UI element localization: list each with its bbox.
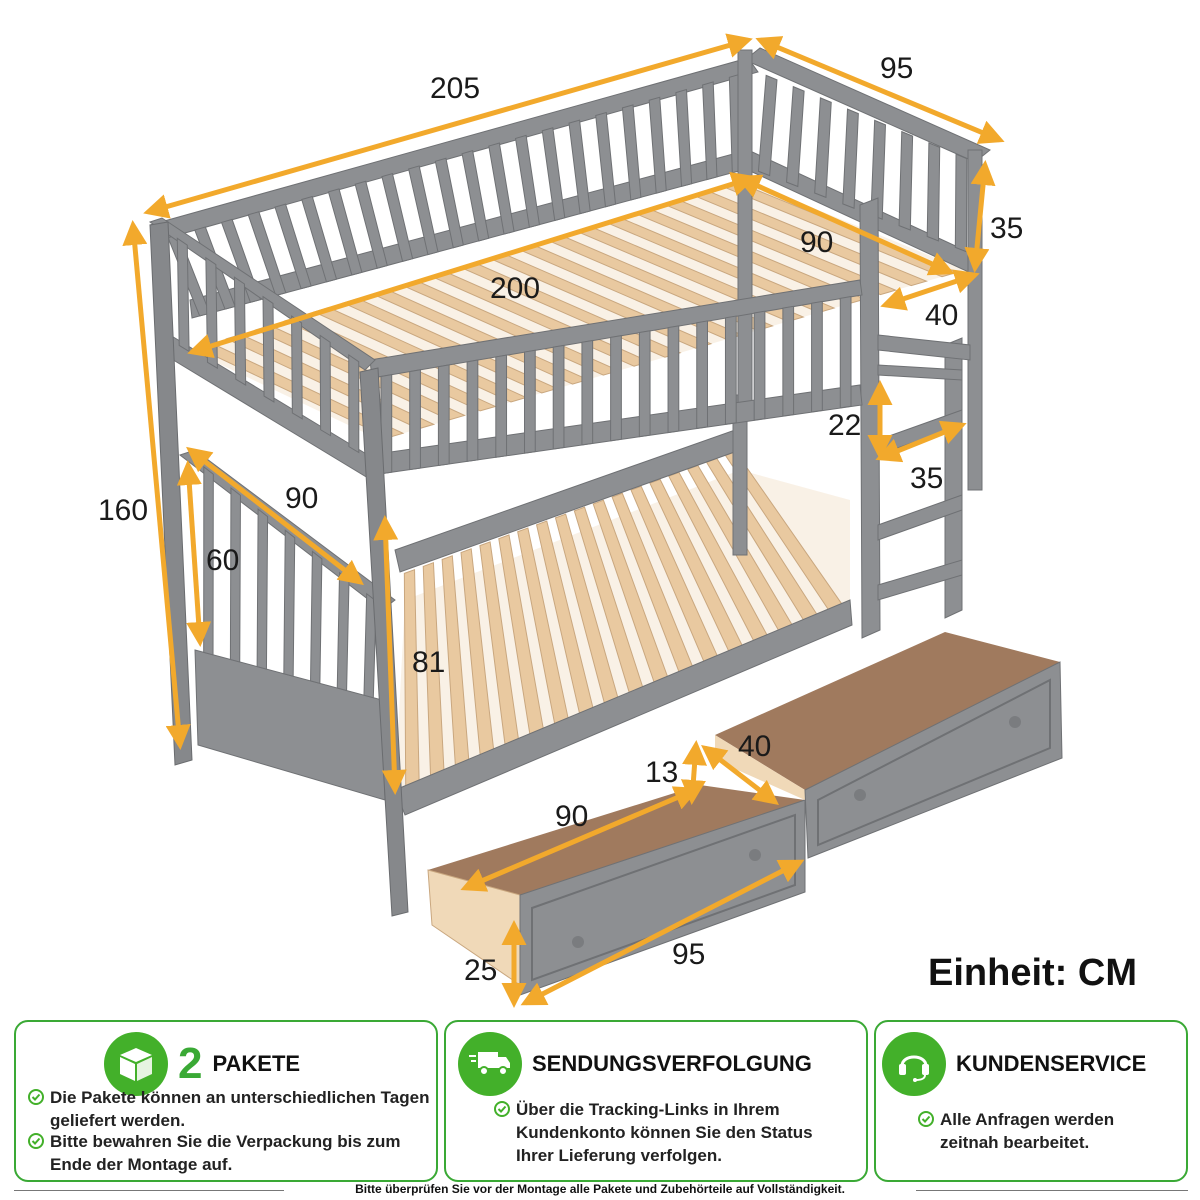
baluster (437, 364, 450, 467)
baluster (552, 344, 565, 450)
baluster (495, 354, 508, 458)
dim-drawer-inner-depth: 13 (645, 756, 678, 789)
tracking-note: Über die Tracking-Links in Ihrem Kundenk… (494, 1098, 816, 1167)
packages-title: PAKETE (212, 1051, 301, 1076)
dim-end-width: 90 (285, 482, 318, 515)
baluster (524, 349, 536, 454)
baluster (319, 334, 332, 437)
baluster (814, 97, 832, 199)
dim-drawer-front-width: 95 (672, 938, 705, 971)
baluster (757, 74, 778, 177)
baluster (926, 142, 941, 242)
baluster (291, 315, 303, 420)
dim-lower-clearance: 81 (412, 646, 445, 679)
baluster (581, 339, 594, 446)
dim-drawer-height: 25 (464, 954, 497, 987)
footer-rule-left (14, 1190, 284, 1191)
baluster (256, 508, 269, 670)
baluster (638, 330, 651, 438)
bunk-bed-diagram: 205 95 35 90 200 40 22 35 160 90 60 81 9… (98, 33, 1063, 1008)
baluster (667, 325, 680, 434)
baluster (696, 320, 708, 429)
dim-drawer-depth: 40 (738, 730, 771, 763)
package-count: 2 (178, 1039, 203, 1088)
baluster (898, 130, 914, 231)
check-icon (28, 1133, 44, 1149)
delivery-truck-icon (458, 1032, 522, 1096)
packages-card: 2 PAKETE Die Pakete können an unterschie… (14, 1020, 438, 1182)
tracking-title: SENDUNGSVERFOLGUNG (532, 1051, 812, 1076)
baluster (348, 353, 360, 454)
lower-slats (395, 450, 850, 794)
dim-ladder-step-height: 22 (828, 409, 861, 442)
dim-mattress-width: 90 (800, 226, 833, 259)
dimension-labels: 205 95 35 90 200 40 22 35 160 90 60 81 9… (98, 52, 1023, 987)
baluster (466, 359, 479, 462)
check-icon (494, 1101, 510, 1117)
baluster (262, 295, 275, 403)
dim-guard-height: 35 (990, 212, 1023, 245)
baluster (233, 276, 247, 386)
dim-lower-guard-height: 60 (206, 544, 239, 577)
baluster (954, 153, 968, 253)
package-icon (104, 1032, 168, 1096)
dim-ladder-step-width: 35 (910, 462, 943, 495)
dim-drawer-width: 90 (555, 800, 588, 833)
baluster (786, 85, 805, 188)
baluster (782, 305, 795, 417)
packages-note-1: Die Pakete können an unterschiedlichen T… (28, 1086, 430, 1132)
baluster (310, 550, 323, 685)
dim-ladder-opening: 40 (925, 299, 958, 332)
baluster (336, 571, 350, 692)
dim-total-length: 205 (430, 72, 480, 105)
unit-label: Einheit: CM (928, 952, 1137, 994)
baluster (811, 300, 823, 413)
tracking-card: SENDUNGSVERFOLGUNG Über die Tracking-Lin… (444, 1020, 868, 1182)
lower-frame (394, 394, 853, 816)
dim-mattress-length: 200 (490, 272, 540, 305)
service-note: Alle Anfragen werden zeitnah bearbeitet. (918, 1108, 1170, 1154)
check-icon (28, 1089, 44, 1105)
dim-total-height: 160 (98, 494, 148, 527)
dim-total-width: 95 (880, 52, 913, 85)
footer-note: Bitte überprüfen Sie vor der Montage all… (355, 1182, 845, 1196)
service-card: KUNDENSERVICE Alle Anfragen werden zeitn… (874, 1020, 1188, 1182)
check-icon (918, 1111, 934, 1127)
dimension-lines (122, 33, 1005, 1008)
headset-icon (882, 1032, 946, 1096)
baluster (753, 310, 766, 421)
baluster (842, 108, 859, 209)
baluster (610, 334, 622, 442)
baluster (176, 237, 190, 353)
baluster (205, 256, 218, 370)
packages-note-2: Bitte bewahren Sie die Verpackung bis zu… (28, 1130, 430, 1176)
service-title: KUNDENSERVICE (956, 1051, 1147, 1076)
baluster (409, 369, 421, 471)
baluster (839, 295, 852, 409)
footer-rule-right (916, 1190, 1188, 1191)
baluster (724, 315, 737, 425)
baluster (283, 529, 296, 677)
